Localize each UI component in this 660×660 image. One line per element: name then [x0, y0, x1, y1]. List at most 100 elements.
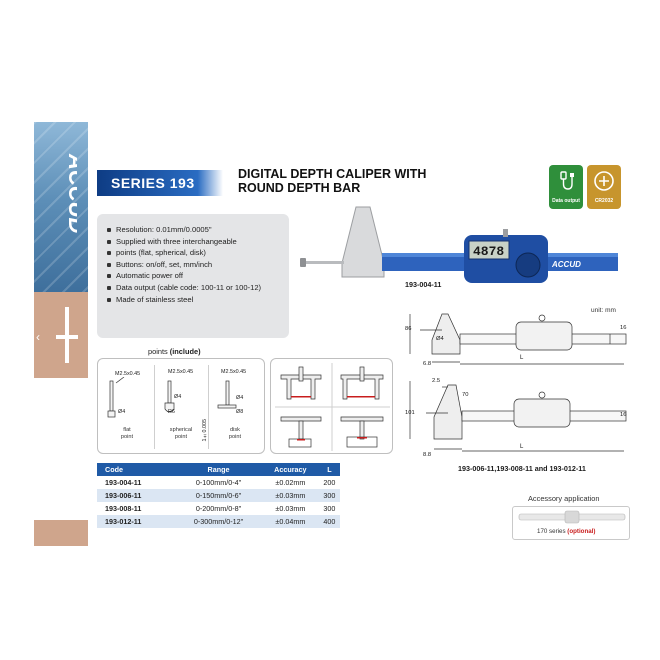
cell-code: 193-004-11	[105, 478, 142, 487]
disk-point-label: disk point	[220, 427, 250, 441]
title-line-1: DIGITAL DEPTH CALIPER WITH	[238, 167, 427, 181]
left-banner-image	[34, 122, 88, 292]
depth-gauge-icon	[56, 307, 78, 363]
badge-data-output: Data output	[549, 165, 583, 209]
cell-code: 193-006-11	[97, 489, 176, 502]
usage-drawings-panel	[270, 358, 393, 454]
cell-accuracy: ±0.02mm	[275, 478, 306, 487]
spherical-label-2: point	[174, 434, 188, 440]
table-header-row: Code Range Accuracy L	[97, 463, 340, 476]
accessory-optional: (optional)	[567, 528, 596, 535]
feature-item: Buttons: on/off, set, mm/inch	[107, 259, 289, 271]
feature-item: Made of stainless steel	[107, 294, 289, 306]
unit-label: unit: mm	[591, 307, 616, 314]
dim-top-2-5: 2.5	[432, 378, 441, 384]
carousel-prev-icon[interactable]: ‹	[36, 330, 40, 344]
lcd-readout: 4878	[473, 244, 504, 259]
points-divider	[154, 365, 155, 449]
table-row: 193-006-11 0-150mm/0-6" ±0.03mm 300	[97, 489, 340, 502]
brand-logo-text: ACCUD	[64, 153, 77, 234]
flat-label-2: point	[120, 434, 134, 440]
dim-dia-4: Ø4	[436, 336, 444, 342]
dimension-drawing-193-004	[409, 313, 627, 365]
cell-accuracy: ±0.04mm	[261, 515, 319, 528]
flat-point-label: flat point	[112, 427, 142, 441]
cell-range: 0-100mm/0-4"	[195, 478, 242, 487]
caliper-photo: 4878 ACCUD	[300, 206, 618, 283]
badge-battery-label: CR2032	[594, 198, 614, 204]
cable-icon	[549, 165, 583, 197]
flat-dia: Ø4	[118, 409, 126, 415]
accessory-caption: 170 series (optional)	[537, 528, 595, 535]
badge-battery: CR2032	[587, 165, 621, 209]
cell-l: 300	[323, 504, 336, 513]
col-accuracy: Accuracy	[261, 463, 319, 476]
dim-length-l: L	[520, 355, 524, 361]
disk-point-drawing	[217, 380, 237, 409]
col-range: Range	[175, 463, 262, 476]
col-code: Code	[97, 463, 176, 476]
accessory-panel	[512, 506, 630, 540]
page-title: DIGITAL DEPTH CALIPER WITH ROUND DEPTH B…	[238, 167, 426, 195]
disk-label-1: disk	[230, 427, 240, 433]
photo-model-label: 193-004-11	[405, 280, 442, 289]
dim-mid-70: 70	[462, 392, 469, 398]
flat-label-1: flat	[123, 427, 131, 433]
cell-code: 193-008-11	[105, 504, 142, 513]
accessory-title: Accessory application	[528, 494, 600, 503]
feature-list: Resolution: 0.01mm/0.0005" Supplied with…	[97, 214, 289, 338]
points-panel: M2.5x0.45 Ø4 flat point M2.5x0.45 Ø4 R6 …	[97, 358, 265, 454]
battery-icon	[587, 165, 621, 197]
feature-item: Supplied with three interchangeable	[107, 236, 289, 248]
dim-height-101: 101	[405, 410, 415, 416]
dimension-drawing-193-006	[409, 381, 627, 452]
flat-thread: M2.5x0.45	[115, 371, 141, 377]
cell-range: 0-200mm/0-8"	[195, 504, 242, 513]
cell-accuracy: ±0.03mm	[261, 489, 319, 502]
spherical-label-1: spherical	[169, 427, 193, 433]
spherical-point-label: spherical point	[156, 427, 206, 441]
drawing-model-label: 193-006-11,193-008-11 and 193-012-11	[458, 464, 586, 473]
table-row: 193-008-11 0-200mm/0-8" ±0.03mm 300	[97, 502, 340, 515]
tool-brand-text: ACCUD	[551, 260, 581, 269]
feature-item: Automatic power off	[107, 270, 289, 282]
points-title-bold: (include)	[169, 347, 201, 356]
cell-l: 400	[318, 515, 340, 528]
table-row: 193-012-11 0-300mm/0-12" ±0.04mm 400	[97, 515, 340, 528]
disk-dia-4: Ø4	[236, 395, 244, 401]
points-title-prefix: points	[148, 347, 170, 356]
spherical-point-drawing	[164, 380, 175, 413]
brand-logo: ACCUD	[64, 153, 77, 234]
disk-thickness: 1±0.005	[202, 419, 208, 442]
dim-right-16: 16	[620, 325, 627, 331]
points-divider	[208, 365, 209, 449]
cell-l: 200	[323, 478, 336, 487]
feature-item-continued: points (flat, spherical, disk)	[107, 247, 289, 259]
cell-code: 193-012-11	[97, 515, 176, 528]
points-title: points (include)	[148, 347, 201, 356]
spec-table: Code Range Accuracy L 193-004-11 0-100mm…	[97, 463, 340, 528]
accessory-image	[518, 510, 626, 524]
cell-accuracy: ±0.03mm	[275, 504, 306, 513]
disk-dia-8: Ø8	[236, 409, 244, 415]
badge-data-output-label: Data output	[552, 198, 580, 204]
usage-drawings	[275, 363, 390, 451]
dim-width-6-8: 6.8	[423, 361, 432, 367]
spherical-dia: Ø4	[174, 394, 182, 400]
disk-thread: M2.5x0.45	[221, 369, 247, 375]
spherical-radius: R6	[168, 409, 175, 415]
cell-range: 0-150mm/0-6"	[175, 489, 262, 502]
spherical-thread: M2.5x0.45	[168, 369, 194, 375]
feature-item: Resolution: 0.01mm/0.0005"	[107, 224, 289, 236]
cell-range: 0-300mm/0-12"	[175, 515, 262, 528]
flat-point-drawing	[107, 377, 125, 418]
col-l: L	[318, 463, 340, 476]
dim-width-8-8: 8.8	[423, 452, 432, 458]
feature-item: Data output (cable code: 100-11 or 100-1…	[107, 282, 289, 294]
disk-label-2: point	[228, 434, 242, 440]
dim-right-16-2: 16	[620, 412, 627, 418]
left-banner-band-lower	[34, 520, 88, 546]
series-tag: SERIES 193	[97, 170, 223, 196]
title-line-2: ROUND DEPTH BAR	[238, 181, 361, 195]
dim-height-86: 86	[405, 326, 412, 332]
